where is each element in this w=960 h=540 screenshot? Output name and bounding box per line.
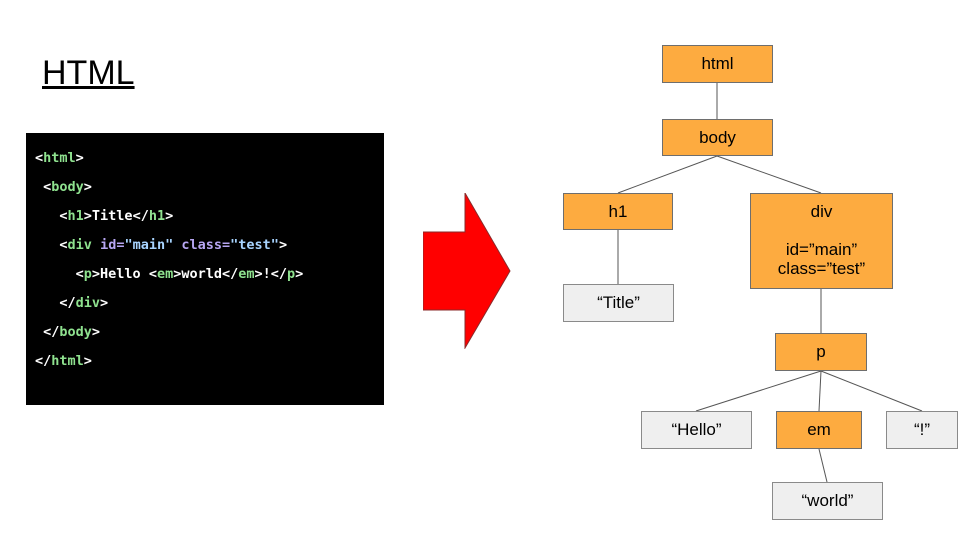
code-token: < — [59, 208, 68, 224]
node-div-class-attr: class=”test” — [777, 259, 866, 278]
code-line: <html> — [35, 150, 84, 166]
code-line: </div> — [35, 295, 108, 311]
code-token: > — [83, 179, 92, 195]
edge-body-div — [716, 155, 822, 194]
code-token: h1 — [148, 208, 166, 224]
transform-arrow-icon — [423, 193, 511, 349]
node-p: p — [775, 333, 867, 371]
edge-p-bang — [820, 370, 923, 412]
code-token: p — [287, 266, 296, 282]
node-h1: h1 — [563, 193, 673, 230]
code-token: div — [75, 295, 101, 311]
code-token: < — [35, 150, 44, 166]
code-token: id= — [100, 237, 125, 253]
node-div-name: div — [810, 202, 833, 221]
node-body: body — [662, 119, 773, 156]
code-token: < — [59, 237, 68, 253]
code-token: body — [59, 324, 92, 340]
code-token: class= — [181, 237, 231, 253]
code-token: > — [91, 324, 101, 340]
code-token: > — [295, 266, 304, 282]
code-token: > — [75, 150, 84, 166]
code-token: html — [43, 150, 76, 166]
code-token: "test" — [230, 237, 279, 253]
code-token: > — [278, 237, 288, 253]
node-div: div id=”main” class=”test” — [750, 193, 893, 289]
node-div-id-attr: id=”main” — [785, 240, 858, 259]
node-em: em — [776, 411, 862, 449]
node-world-text: “world” — [772, 482, 883, 520]
code-token: html — [51, 353, 84, 369]
node-title-text: “Title” — [563, 284, 674, 322]
code-line: <div id="main" class="test"> — [35, 237, 287, 253]
edge-body-h1 — [617, 155, 718, 194]
code-token: h1 — [67, 208, 84, 224]
edge-p-hello — [695, 370, 822, 412]
code-line: <body> — [35, 179, 92, 195]
code-token: body — [51, 179, 84, 195]
code-token: </ — [43, 324, 60, 340]
node-html: html — [662, 45, 773, 83]
code-token: < — [75, 266, 84, 282]
code-token: > — [100, 295, 109, 311]
node-hello-text: “Hello” — [641, 411, 752, 449]
node-bang-text: “!” — [886, 411, 958, 449]
code-line: </html> — [35, 353, 92, 369]
code-line: </body> — [35, 324, 100, 340]
code-token: em — [238, 266, 255, 282]
code-token: </ — [59, 295, 76, 311]
code-line: <p>Hello <em>world</em>!</p> — [35, 266, 304, 282]
code-token: </ — [35, 353, 52, 369]
code-token: div — [67, 237, 92, 253]
code-token: "main" — [124, 237, 174, 253]
code-token: p — [83, 266, 92, 282]
code-token: >!</ — [254, 266, 288, 282]
code-token: >Hello < — [91, 266, 157, 282]
code-token: >world</ — [173, 266, 239, 282]
code-token: em — [156, 266, 174, 282]
code-token: > — [165, 208, 174, 224]
heading: HTML — [42, 54, 135, 92]
code-token: >Title</ — [83, 208, 149, 224]
code-token: > — [83, 353, 92, 369]
code-block: <html> <body> <h1>Title</h1> <div id="ma… — [26, 133, 384, 405]
code-token: < — [43, 179, 52, 195]
code-line: <h1>Title</h1> — [35, 208, 173, 224]
edge-p-em — [818, 370, 822, 412]
edge-em-world — [818, 448, 828, 483]
